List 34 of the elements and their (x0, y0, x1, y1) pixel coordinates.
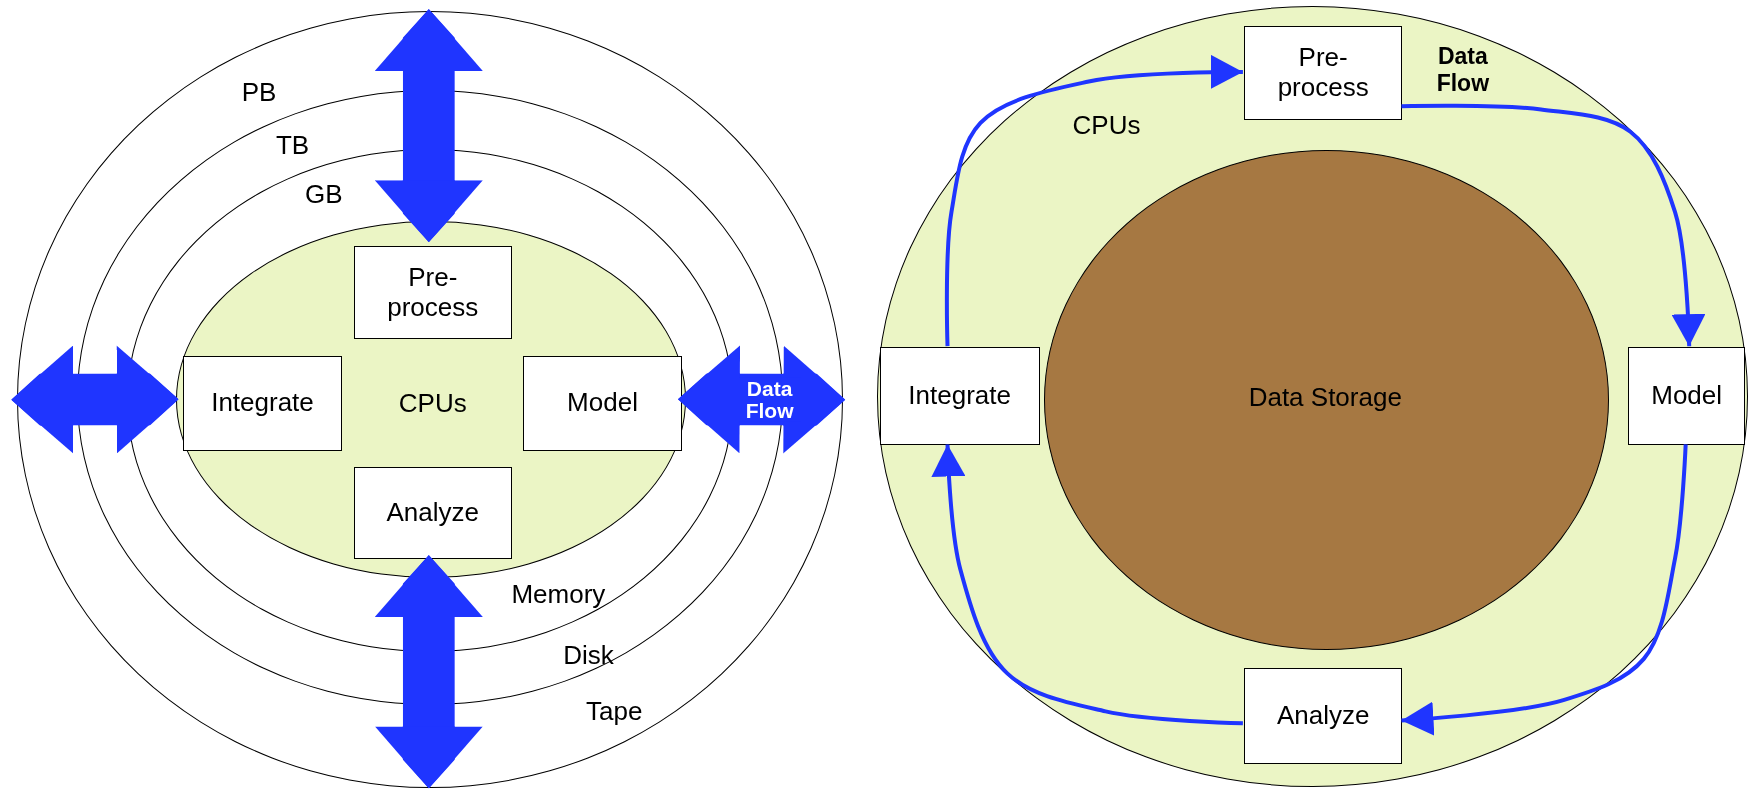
curved-arrow (1401, 103, 1706, 347)
box-label: Pre- process (386, 262, 480, 323)
region-label: CPUs (1072, 111, 1141, 141)
ring-label: TB (275, 131, 310, 162)
box-label: Integrate (211, 388, 314, 419)
ring-label: Tape (586, 697, 643, 728)
process-box (1243, 25, 1403, 121)
box-label: Pre- process (1276, 43, 1370, 103)
curved-arrow (944, 54, 1243, 347)
process-box (879, 347, 1040, 446)
ring-label: Data Flow (1435, 42, 1491, 96)
block-arrow (374, 555, 483, 789)
block-arrow (374, 8, 483, 243)
box-label: Model (567, 388, 638, 419)
region-label: Data Storage (1248, 383, 1402, 414)
curved-arrow (931, 444, 1243, 726)
process-box (353, 246, 513, 339)
process-box (523, 355, 682, 451)
curved-arrow (1401, 444, 1688, 736)
process-box (353, 467, 513, 559)
box-label: Analyze (1276, 700, 1370, 731)
process-box (1243, 667, 1403, 764)
block-arrow (677, 345, 846, 454)
ring-label: PB (241, 77, 277, 108)
ring-label: Disk (563, 640, 614, 671)
box-label: Model (1651, 381, 1723, 412)
process-box (182, 355, 343, 451)
box-label: Analyze (386, 498, 480, 529)
ring-label: Memory (511, 580, 606, 611)
process-box (1628, 347, 1746, 446)
box-label: Integrate (908, 381, 1011, 412)
block-arrow (11, 345, 179, 454)
region-label: CPUs (398, 388, 467, 419)
ring-label: GB (305, 180, 343, 211)
